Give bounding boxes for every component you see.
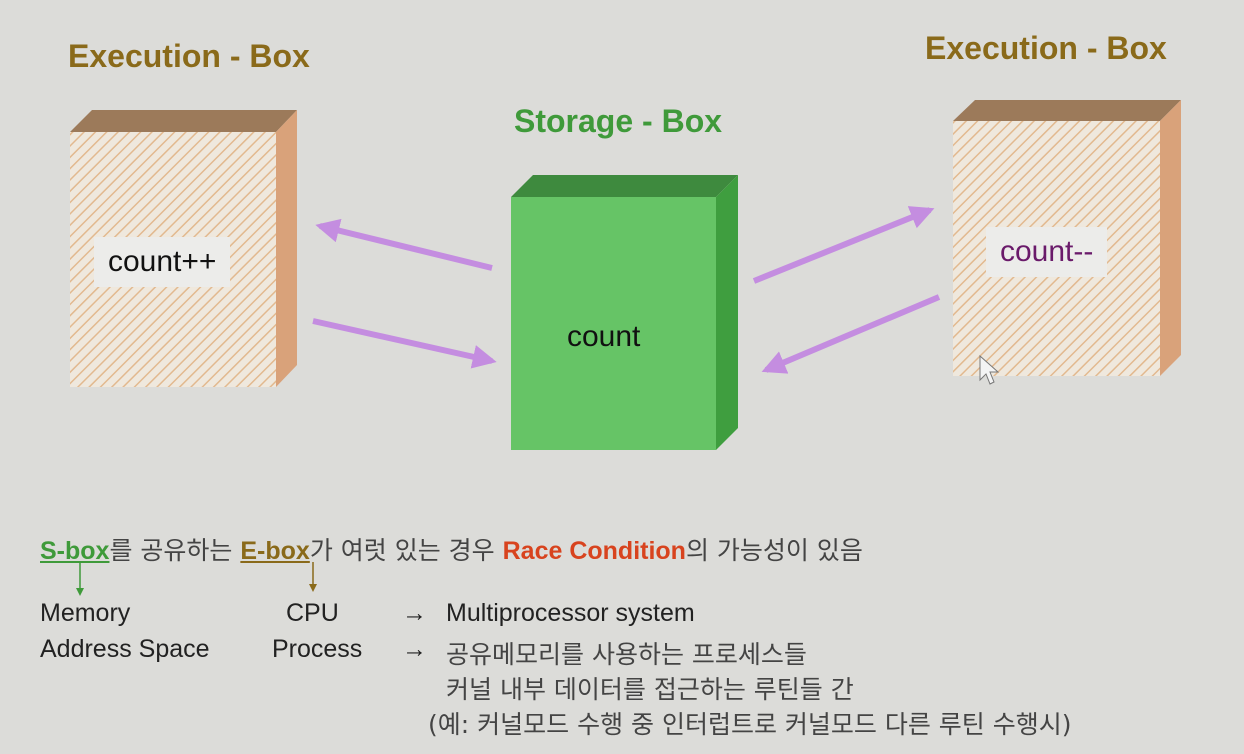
memory-label: Memory [40, 599, 130, 628]
sbox-term: S-box [40, 537, 109, 565]
storage-box-title: Storage - Box [514, 103, 722, 140]
address-space-label: Address Space [40, 635, 210, 664]
multiprocessor-text: Multiprocessor system [446, 599, 695, 628]
left-box-label: count++ [94, 237, 230, 287]
process-label: Process [272, 635, 362, 664]
arrow-glyph-cpu: → [402, 599, 427, 628]
example-text: (예: 커널모드 수행 중 인터럽트로 커널모드 다른 루틴 수행시) [428, 705, 1072, 741]
statement-part-3: 의 가능성이 있음 [686, 536, 863, 565]
arrow-storage-to-right [754, 210, 930, 281]
storage-box-label: count [567, 320, 640, 354]
execution-box-title-left: Execution - Box [68, 38, 310, 75]
shared-memory-text: 공유메모리를 사용하는 프로세스들 [446, 635, 807, 671]
execution-box-title-right: Execution - Box [925, 30, 1167, 67]
statement-part-2: 가 여럿 있는 경우 [310, 536, 503, 565]
arrow-right-to-storage [766, 297, 939, 370]
kernel-routines-text: 커널 내부 데이터를 접근하는 루틴들 간 [446, 670, 854, 706]
race-condition-term: Race Condition [503, 537, 686, 565]
sbox-down-arrow [76, 562, 84, 596]
ebox-term: E-box [240, 537, 309, 565]
arrow-storage-to-left [320, 226, 492, 268]
race-condition-statement: S-box를 공유하는 E-box가 여럿 있는 경우 Race Conditi… [40, 531, 863, 567]
statement-part-1: 를 공유하는 [109, 536, 240, 565]
storage-box [511, 175, 738, 450]
arrow-left-to-storage [313, 321, 492, 361]
right-box-label: count-- [986, 227, 1107, 277]
cpu-label: CPU [286, 599, 339, 628]
arrow-glyph-process: → [402, 635, 427, 664]
